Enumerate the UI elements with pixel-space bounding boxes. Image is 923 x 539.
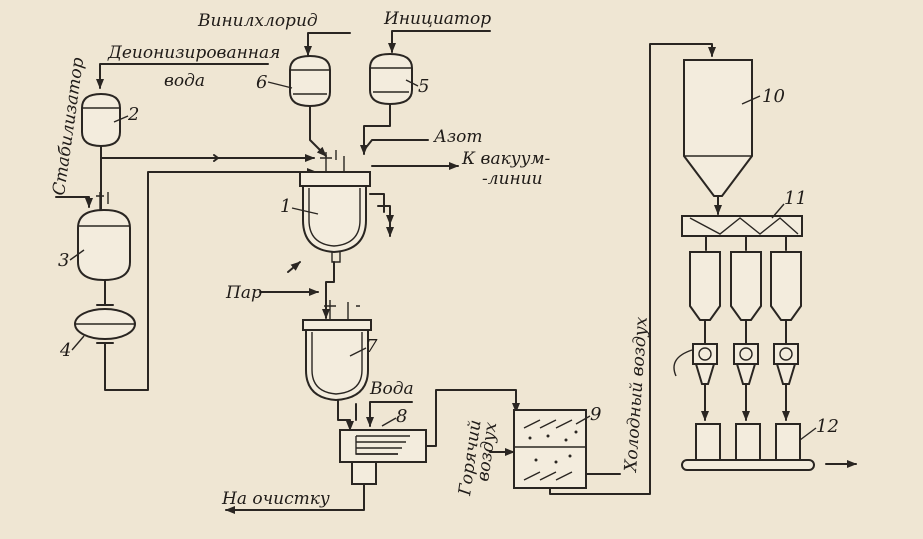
label-vinyl-chloride: Винилхлорид xyxy=(197,11,318,31)
label-vacuum-line-2: -линии xyxy=(482,169,543,189)
vessel-3 xyxy=(77,192,131,282)
number-7: 7 xyxy=(366,336,378,357)
label-nitrogen: Азот xyxy=(433,127,483,147)
label-steam: Пар xyxy=(225,283,262,303)
number-5: 5 xyxy=(418,76,429,97)
number-8: 8 xyxy=(396,406,407,427)
label-cold-air: Холодный воздух xyxy=(621,316,652,475)
vessel-6 xyxy=(289,54,331,108)
number-10: 10 xyxy=(762,86,785,107)
vinyl-chloride-feed xyxy=(304,32,351,56)
number-6: 6 xyxy=(256,72,267,93)
label-initiator: Инициатор xyxy=(383,9,491,29)
number-12: 12 xyxy=(816,416,839,437)
label-water: Вода xyxy=(369,379,414,399)
number-11: 11 xyxy=(784,188,807,209)
silo-10 xyxy=(683,59,753,197)
number-1: 1 xyxy=(280,196,291,217)
conveyor-12 xyxy=(681,459,815,471)
number-3: 3 xyxy=(58,250,69,271)
hopper-c xyxy=(770,251,802,461)
dryer-9 xyxy=(513,409,587,489)
label-vacuum-line: К вакуум- xyxy=(461,149,551,169)
pump-4 xyxy=(74,304,136,344)
label-deionized-water: Деионизированная xyxy=(107,43,280,63)
vessel-2 xyxy=(81,92,121,148)
vessel-7 xyxy=(302,300,372,402)
initiator-feed xyxy=(388,30,491,53)
hopper-a xyxy=(689,251,721,461)
conveyor-11 xyxy=(681,215,803,237)
stabilizer-feed xyxy=(55,196,93,208)
number-2: 2 xyxy=(127,104,139,125)
hopper-b xyxy=(730,251,762,461)
deionized-water-feed xyxy=(96,63,269,89)
vessel-5 xyxy=(369,52,413,106)
label-deionized-water-2: вода xyxy=(164,71,205,91)
centrifuge-8 xyxy=(339,429,427,485)
number-4: 4 xyxy=(59,340,71,361)
number-9: 9 xyxy=(590,404,601,425)
reactor-1 xyxy=(287,150,390,273)
label-to-cleaning: На очистку xyxy=(221,489,330,509)
